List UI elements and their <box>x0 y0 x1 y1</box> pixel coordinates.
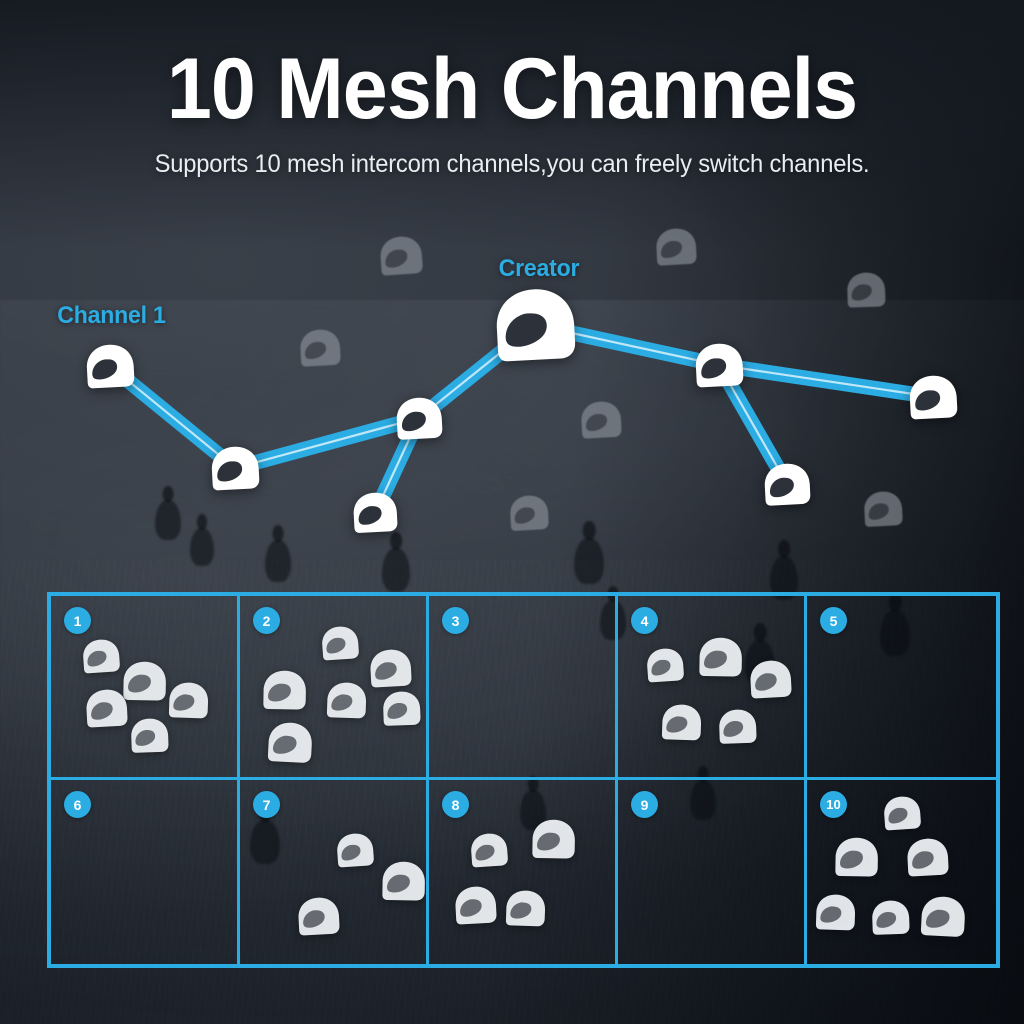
channel-number-badge: 10 <box>820 791 847 818</box>
channel-number-badge: 8 <box>442 791 469 818</box>
helmet-icon <box>697 637 744 677</box>
channel-number-badge: 4 <box>631 607 658 634</box>
helmet-icon <box>129 718 170 753</box>
cell-helmet-group <box>240 596 426 777</box>
channel-cell-4[interactable]: 4 <box>618 596 807 780</box>
helmet-icon <box>814 894 857 931</box>
channel-cell-9[interactable]: 9 <box>618 780 807 964</box>
channel-grid: 1 2 3 4 5 6 7 8 9 10 <box>47 592 1000 968</box>
cell-helmet-group <box>51 780 237 964</box>
helmet-icon <box>368 649 413 688</box>
channel-cell-7[interactable]: 7 <box>240 780 429 964</box>
helmet-icon <box>121 661 168 701</box>
channel-number-badge: 9 <box>631 791 658 818</box>
background-top-fade <box>0 0 1024 250</box>
creator-label: Creator <box>498 255 580 282</box>
helmet-icon <box>335 833 375 868</box>
helmet-icon <box>325 682 368 719</box>
channel-number-badge: 3 <box>442 607 469 634</box>
helmet-icon <box>167 682 210 719</box>
helmet-icon <box>504 890 547 927</box>
cell-helmet-group <box>618 780 804 964</box>
helmet-icon <box>266 722 314 763</box>
helmet-icon <box>380 861 426 901</box>
page-title: 10 Mesh Channels <box>166 41 858 137</box>
channel-cell-5[interactable]: 5 <box>807 596 996 780</box>
channel-cell-6[interactable]: 6 <box>51 780 240 964</box>
helmet-icon <box>84 689 129 728</box>
helmet-icon <box>748 660 793 699</box>
channel-1-label: Channel 1 <box>57 302 166 329</box>
helmet-icon <box>833 837 880 877</box>
helmet-icon <box>261 670 308 710</box>
channel-cell-1[interactable]: 1 <box>51 596 240 780</box>
helmet-icon <box>381 691 422 726</box>
helmet-icon <box>660 704 703 741</box>
helmet-icon <box>453 886 498 925</box>
cell-helmet-group <box>618 596 804 777</box>
helmet-icon <box>530 819 577 859</box>
channel-number-badge: 5 <box>820 607 847 634</box>
cell-helmet-group <box>240 780 426 964</box>
helmet-icon <box>320 626 360 661</box>
cell-helmet-group <box>807 596 996 777</box>
helmet-icon <box>645 648 685 682</box>
page-subtitle: Supports 10 mesh intercom channels,you c… <box>154 150 870 178</box>
helmet-icon <box>882 796 922 831</box>
helmet-icon <box>905 838 950 877</box>
channel-cell-3[interactable]: 3 <box>429 596 618 780</box>
helmet-icon <box>870 900 911 936</box>
channel-cell-8[interactable]: 8 <box>429 780 618 964</box>
channel-number-badge: 6 <box>64 791 91 818</box>
channel-cell-10[interactable]: 10 <box>807 780 996 964</box>
helmet-icon <box>81 639 121 673</box>
mesh-link <box>227 410 427 476</box>
mesh-link <box>711 357 941 405</box>
helmet-icon <box>919 896 967 937</box>
channel-cell-2[interactable]: 2 <box>240 596 429 780</box>
cell-helmet-group <box>429 596 615 777</box>
helmet-icon <box>296 897 341 936</box>
cell-helmet-group <box>51 596 237 777</box>
cell-helmet-group <box>807 780 996 964</box>
channel-number-badge: 1 <box>64 607 91 634</box>
channel-number-badge: 7 <box>253 791 280 818</box>
channel-number-badge: 2 <box>253 607 280 634</box>
helmet-icon <box>717 709 758 744</box>
helmet-icon <box>469 833 509 868</box>
mesh-network-diagram: Channel 1 Creator <box>57 228 958 534</box>
cell-helmet-group <box>429 780 615 964</box>
